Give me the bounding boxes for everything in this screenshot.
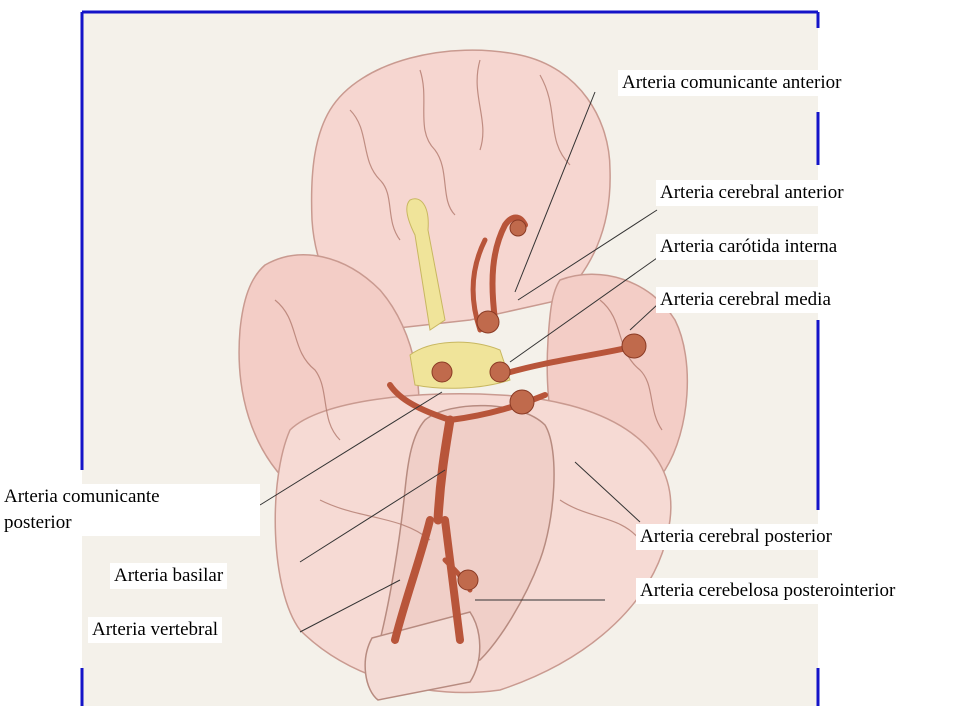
label-cerebral-media: Arteria cerebral media [656,287,835,313]
label-comunicante-anterior: Arteria comunicante anterior [618,70,845,96]
label-cerebral-posterior: Arteria cerebral posterior [636,524,836,550]
label-basilar: Arteria basilar [110,563,227,589]
label-comunicante-posterior-line2: posterior [4,510,256,536]
label-comunicante-posterior: Arteria comunicante posterior [0,484,260,536]
label-vertebral: Arteria vertebral [88,617,222,643]
label-cerebral-anterior: Arteria cerebral anterior [656,180,848,206]
label-cerebelosa-posteroinferior: Arteria cerebelosa posterointerior [636,578,899,604]
label-comunicante-posterior-line1: Arteria comunicante [4,484,256,510]
label-carotida-interna: Arteria carótida interna [656,234,841,260]
